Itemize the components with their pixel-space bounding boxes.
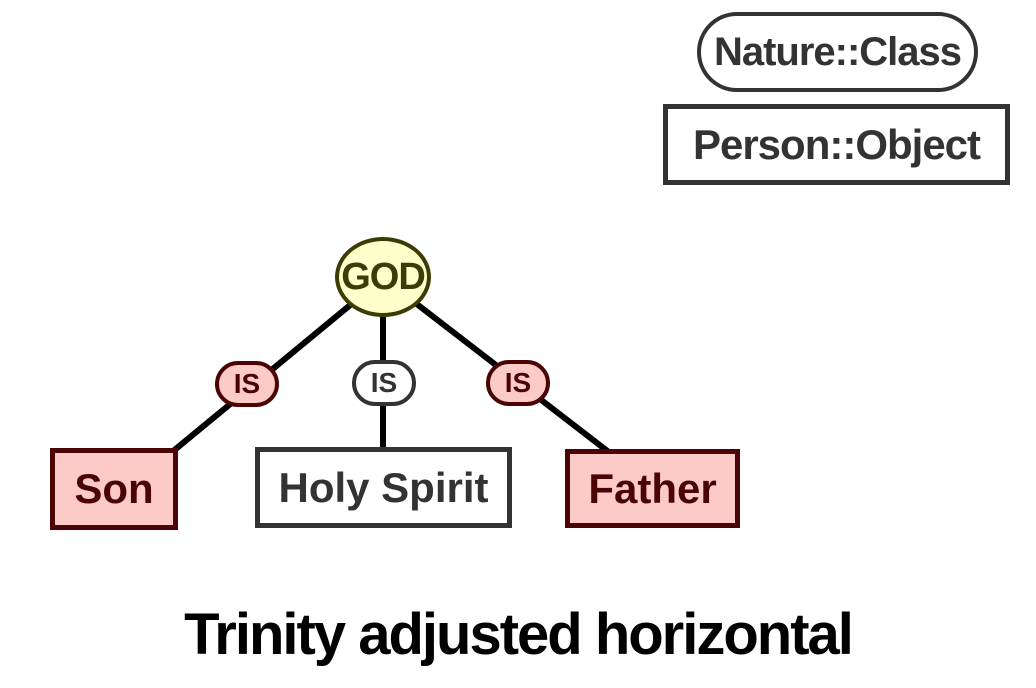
father-node: Father [565, 449, 740, 528]
legend-class-node: Nature::Class [697, 12, 978, 92]
god-label: GOD [341, 255, 426, 298]
diagram-title: Trinity adjusted horizontal [184, 602, 854, 667]
holy-spirit-label: Holy Spirit [278, 463, 489, 511]
son-node: Son [50, 448, 178, 530]
legend-class-label: Nature::Class [713, 29, 962, 74]
is-connector-left-label: IS [233, 368, 261, 399]
legend-object-node: Person::Object [663, 104, 1010, 185]
father-label: Father [588, 464, 717, 512]
is-connector-center-label: IS [370, 367, 398, 398]
legend-object-label: Person::Object [692, 120, 981, 168]
is-connector-right: IS [486, 360, 550, 406]
is-connector-center: IS [352, 360, 416, 406]
is-connector-left: IS [215, 361, 279, 407]
god-node: GOD [335, 237, 431, 317]
is-connector-right-label: IS [504, 367, 532, 398]
edge-god-son [164, 275, 385, 460]
holy-spirit-node: Holy Spirit [255, 447, 512, 528]
son-label: Son [74, 465, 154, 512]
